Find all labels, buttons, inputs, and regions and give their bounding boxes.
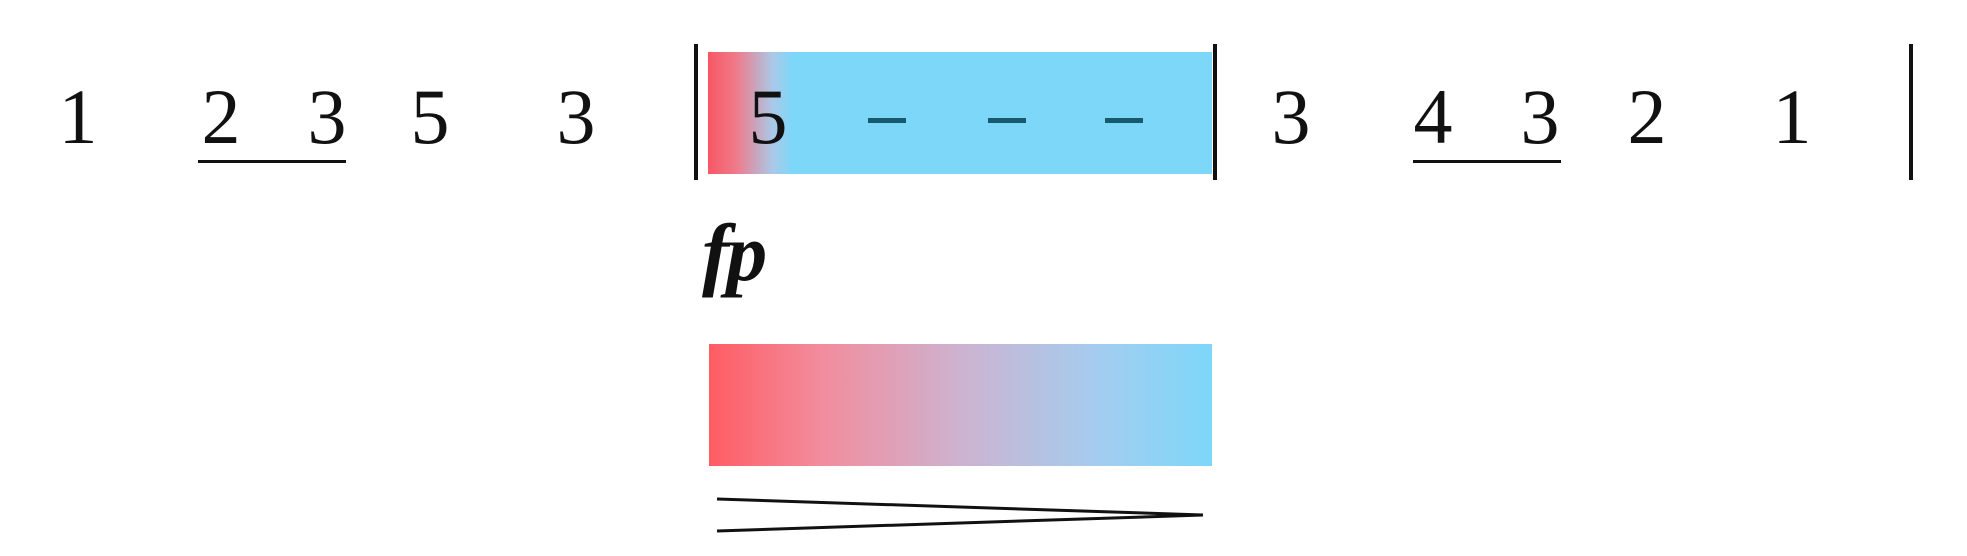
extension-dash [868, 118, 906, 123]
held-note-highlight [708, 52, 1212, 174]
dynamic-gradient-bar [709, 344, 1212, 466]
note-10: 1 [1772, 73, 1812, 160]
extension-dash [988, 118, 1026, 123]
note-9: 2 [1627, 73, 1667, 160]
note-5: 3 [556, 73, 596, 160]
decrescendo-hairpin [716, 497, 1204, 533]
note-3: 3 [307, 73, 347, 160]
barline [1213, 44, 1217, 180]
note-2: 2 [201, 73, 241, 160]
barline [1909, 44, 1913, 180]
note-6: 3 [1271, 73, 1311, 160]
note-1: 1 [58, 73, 98, 160]
eighth-note-underline [1413, 160, 1561, 163]
note-4: 5 [410, 73, 450, 160]
extension-dash [1105, 118, 1143, 123]
barline [694, 44, 698, 180]
note-7: 4 [1413, 73, 1453, 160]
held-note: 5 [748, 73, 788, 160]
note-8: 3 [1520, 73, 1560, 160]
eighth-note-underline [198, 160, 346, 163]
fp-dynamic-marking: fp [702, 207, 767, 298]
